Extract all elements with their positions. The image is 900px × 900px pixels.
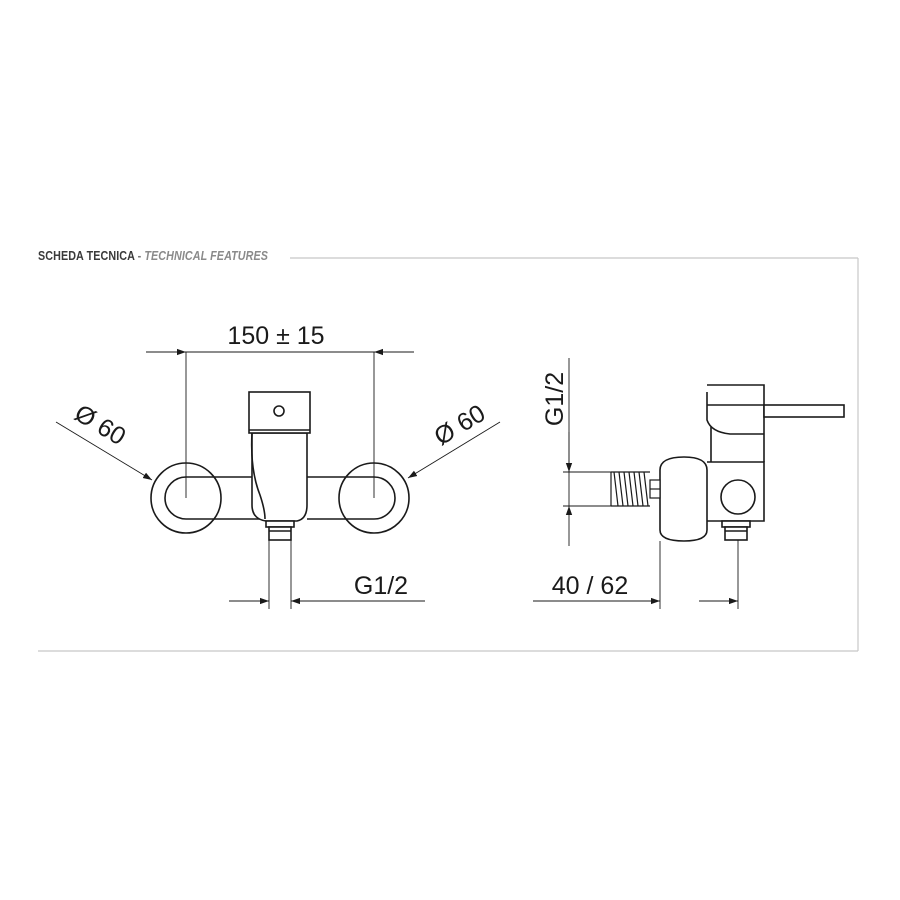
right-diameter-label: Ø 60 <box>429 399 490 451</box>
projection-dimension-label: 40 / 62 <box>552 572 628 600</box>
title-sub: TECHNICAL FEATURES <box>144 249 268 263</box>
wall-flange <box>659 456 708 542</box>
front-dimensions <box>55 348 501 609</box>
cartridge-body <box>251 432 308 522</box>
indicator-dot-icon <box>273 405 285 417</box>
sheet-title: SCHEDA TECNICA - TECHNICAL FEATURES <box>38 249 268 263</box>
handle-cap <box>248 391 311 434</box>
outlet-connector <box>720 479 756 515</box>
title-separator: - <box>134 249 145 263</box>
mixer-body-bar <box>164 476 396 520</box>
width-dimension-label: 150 ± 15 <box>227 322 324 350</box>
title-main: SCHEDA TECNICA <box>38 249 135 263</box>
inlet-thread-label: G1/2 <box>541 372 569 426</box>
side-view <box>610 384 845 542</box>
cartridge-column-side <box>707 384 765 462</box>
threaded-pipe <box>610 471 661 507</box>
outlet-thread-label: G1/2 <box>354 572 408 600</box>
lever-handle <box>706 392 764 435</box>
side-dimensions <box>533 358 739 609</box>
outlet-nozzle <box>265 520 295 528</box>
left-diameter-label: Ø 60 <box>70 399 131 451</box>
front-view <box>150 391 410 541</box>
frame-border <box>38 257 859 652</box>
